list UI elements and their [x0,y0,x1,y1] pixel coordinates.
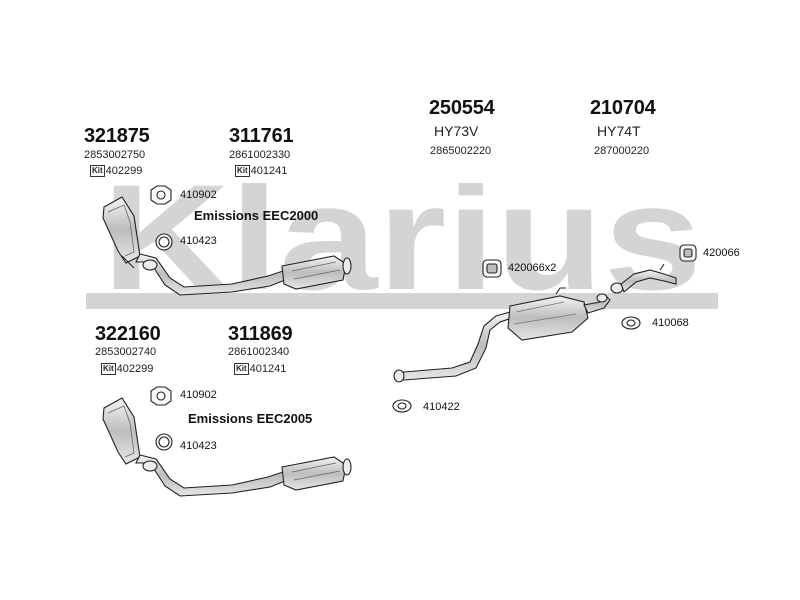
ref-flange-gasket: 410902 [180,389,217,401]
flange-icon [142,259,158,271]
kit-reference: Kit 402299 [90,165,142,177]
vehicle-code: HY74T [597,123,641,139]
rear-catalyst-icon [281,456,347,491]
kit-number: 402299 [116,362,154,375]
oem-number: 2853002740 [95,346,157,358]
ref-flange-gasket: 410902 [180,189,217,201]
down-pipe-icon [135,253,291,296]
oem-number: 2853002750 [84,149,146,161]
rear-section [392,244,697,413]
part-number-311761: 311761 [229,125,294,147]
kit-badge-icon: Kit [235,165,250,177]
part-number-311869: 311869 [228,323,293,345]
oem-number: 2865002220 [430,145,492,157]
part-number-322160: 322160 [95,323,161,345]
rear-catalyst-icon [281,255,347,290]
kit-number: 401241 [249,362,287,375]
kit-reference: Kit 402299 [101,363,153,375]
down-pipe-icon [135,454,291,497]
rear-silencer-pipe-icon [620,269,677,293]
kit-reference: Kit 401241 [235,165,287,177]
part-number-250554: 250554 [429,97,495,119]
kit-number: 402299 [105,164,143,177]
part-number-321875: 321875 [84,125,150,147]
part-number-210704: 210704 [590,97,656,119]
oem-number: 2861002330 [229,149,291,161]
front-section-eec2000 [102,185,352,296]
catalytic-converter-icon [102,397,141,465]
ref-gasket-rear: 410068 [652,317,689,329]
kit-badge-icon: Kit [234,363,249,375]
kit-reference: Kit 401241 [234,363,286,375]
pipe-flange-icon [393,369,405,383]
oem-number: 287000220 [594,145,650,157]
intermediate-pipe-icon [395,311,513,381]
vehicle-code: HY73V [434,123,479,139]
flange-icon [142,460,158,472]
ref-mount-pair: 420066x2 [508,262,557,274]
emissions-label: Emissions EEC2005 [188,411,313,426]
ref-sealing-ring: 410423 [180,440,217,452]
ref-sealing-ring: 410423 [180,235,217,247]
front-section-eec2005 [102,386,352,497]
middle-silencer-icon [507,295,589,341]
emissions-label: Emissions EEC2000 [194,208,319,223]
kit-badge-icon: Kit [101,363,116,375]
ref-mount: 420066 [703,247,740,259]
ref-gasket-front: 410422 [423,401,460,413]
kit-number: 401241 [250,164,288,177]
oem-number: 2861002340 [228,346,290,358]
catalytic-converter-icon [102,196,141,264]
kit-badge-icon: Kit [90,165,105,177]
